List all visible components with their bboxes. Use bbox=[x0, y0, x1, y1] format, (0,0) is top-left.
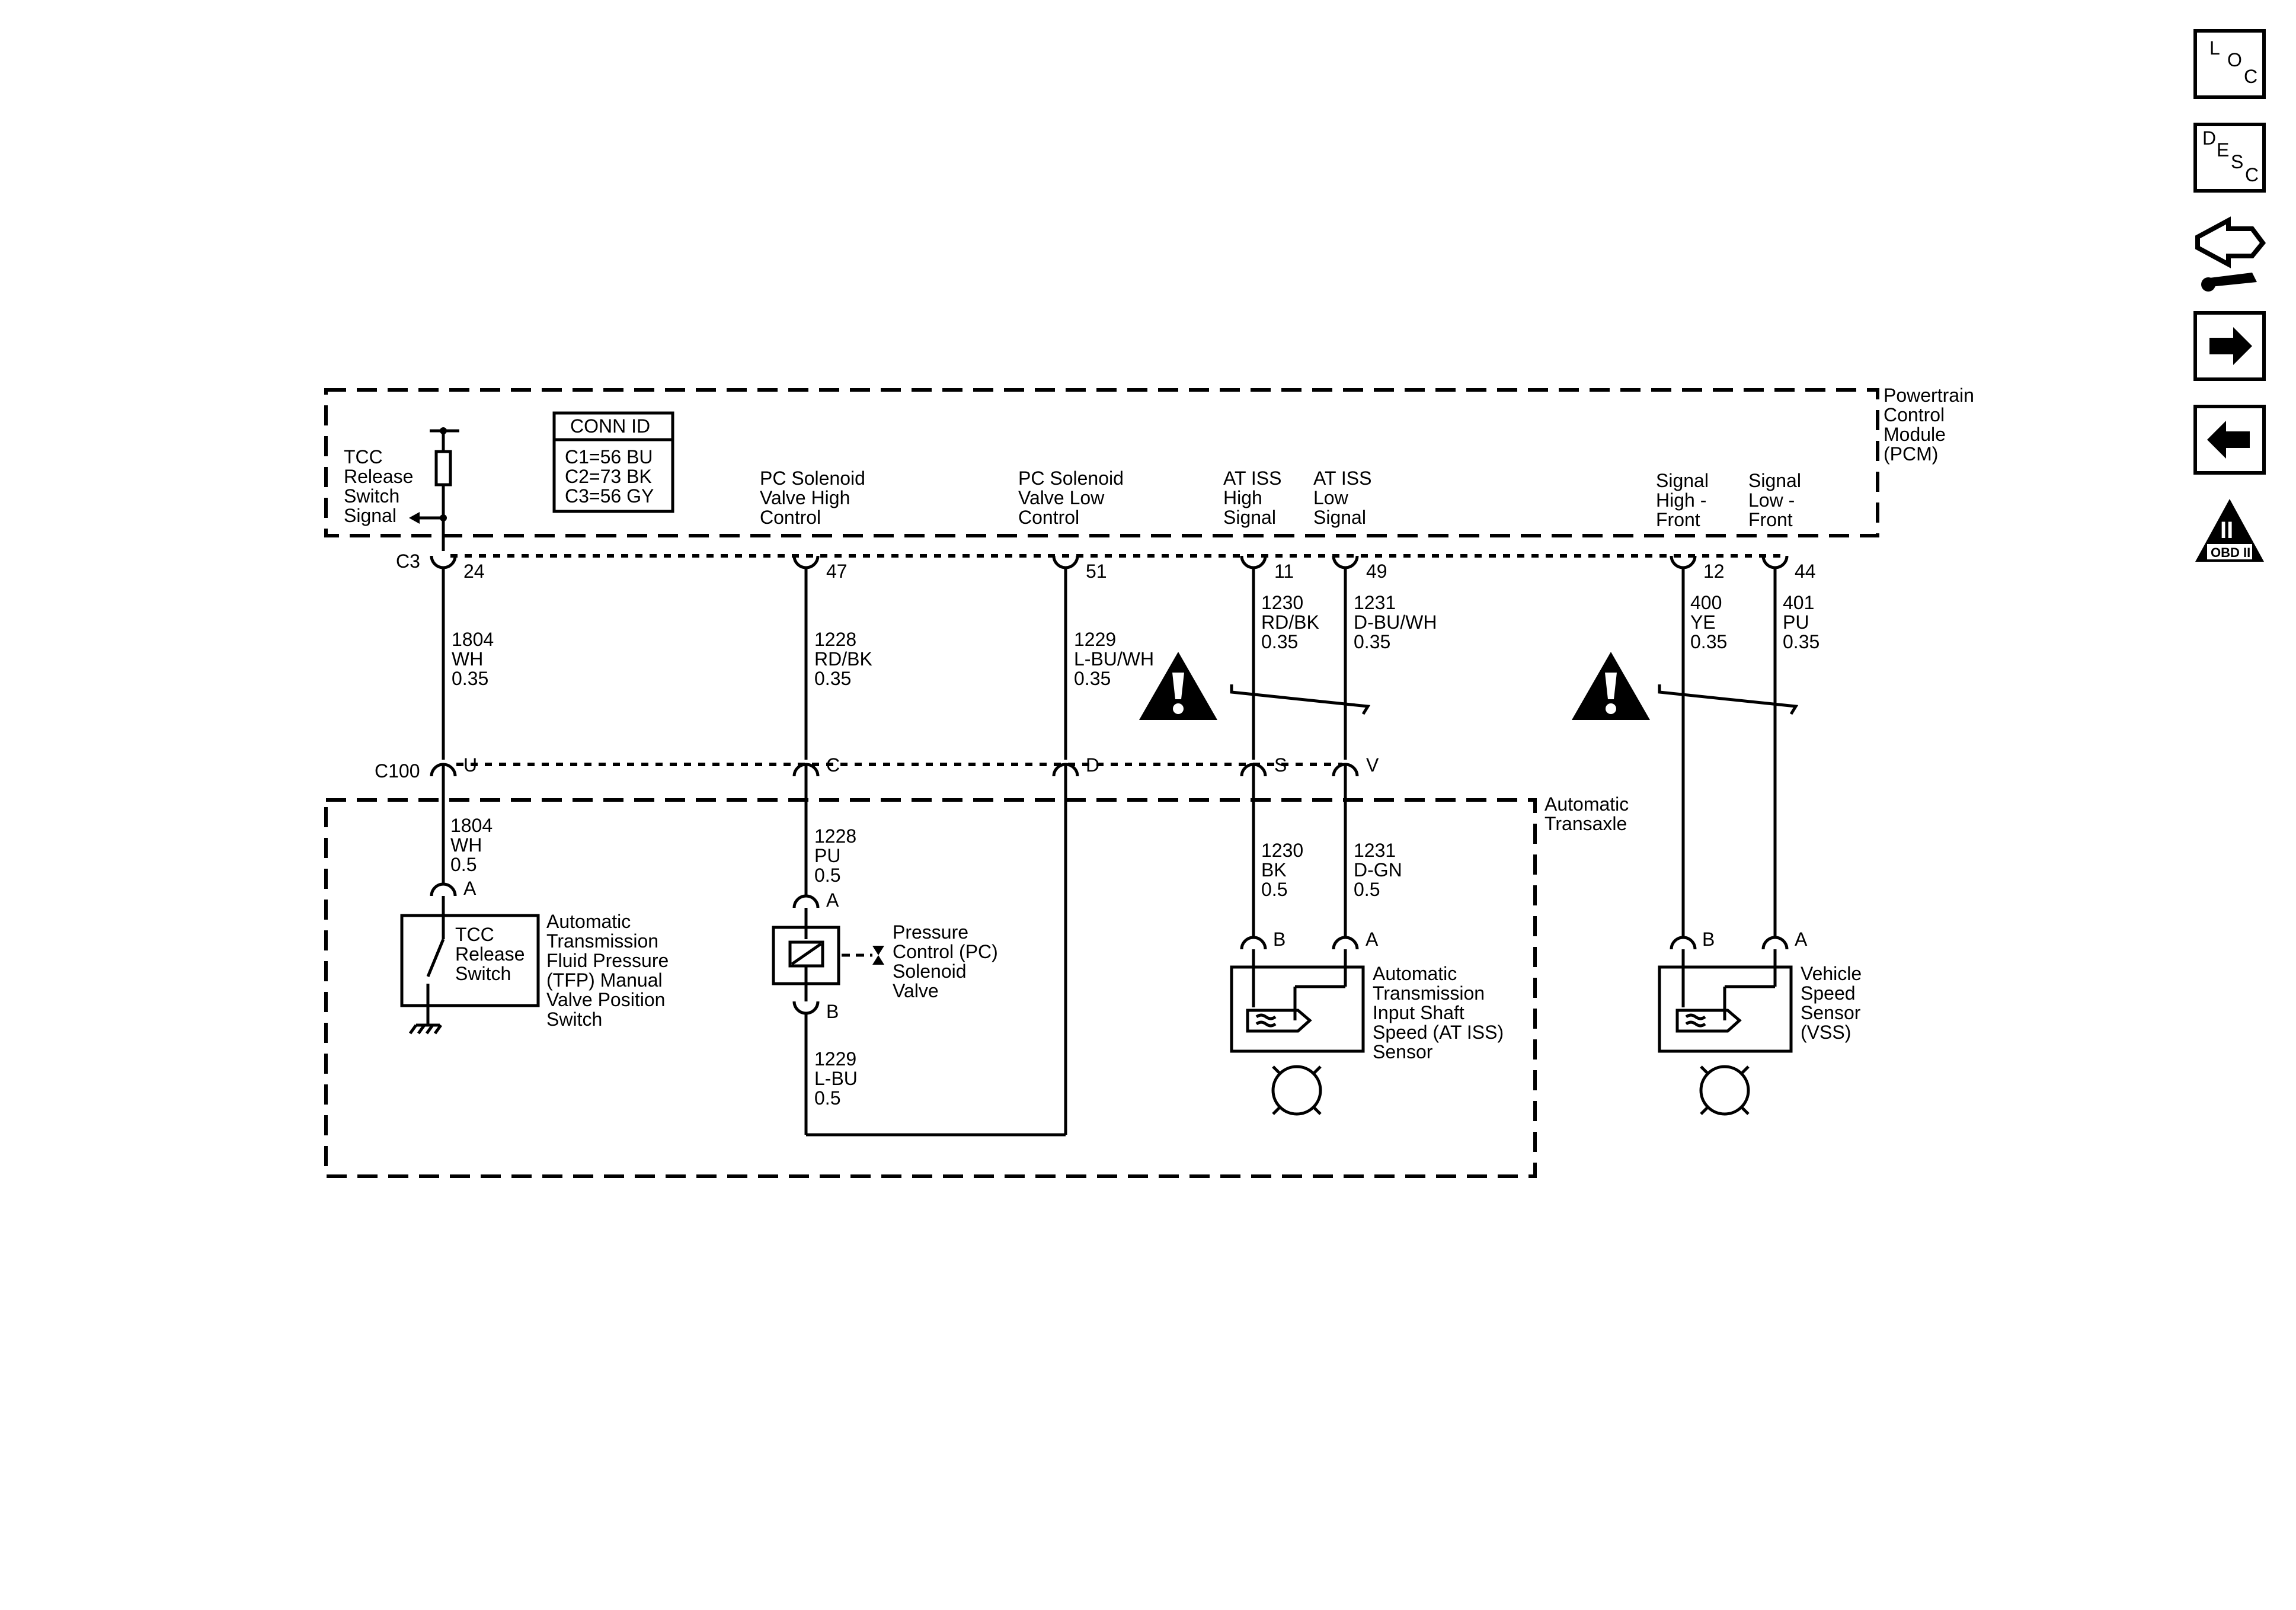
circuit-vss-low: Signal Low - Front 44 401 PU 0.35 bbox=[1748, 470, 1819, 937]
pcm-pin-label: PC Solenoid Valve High Control bbox=[760, 468, 871, 528]
vss-sensor: B A Vehicle Speed Sensor (VSS) bbox=[1658, 929, 1867, 1116]
conn-id-row: C3=56 GY bbox=[565, 485, 654, 507]
wire-label: 1230 RD/BK 0.35 bbox=[1261, 592, 1325, 652]
pin-letter: A bbox=[1795, 929, 1808, 950]
c100-pin-letter: S bbox=[1274, 754, 1287, 776]
switch-box-label: TCC Release Switch bbox=[455, 924, 530, 984]
at-iss-sensor: B A Automatic Transmission Input Shaft S… bbox=[1230, 929, 1509, 1116]
twisted-pair-mark bbox=[1230, 684, 1371, 715]
warning-icon[interactable] bbox=[1139, 652, 1217, 720]
next-page-button[interactable] bbox=[2193, 311, 2266, 381]
c100-connector-label: C100 bbox=[375, 760, 420, 782]
circuit-tcc: TCC Release Switch Signal 24 1804 WH 0.3… bbox=[344, 427, 499, 916]
wire-label: 401 PU 0.35 bbox=[1783, 592, 1819, 652]
svg-text:OBD II: OBD II bbox=[2211, 545, 2250, 560]
pin-letter: A bbox=[826, 889, 839, 911]
sensor-name: Automatic Transmission Input Shaft Speed… bbox=[1373, 963, 1509, 1062]
previous-page-button[interactable] bbox=[2193, 405, 2266, 475]
svg-text:C: C bbox=[2245, 164, 2259, 185]
pcm-pin-number: 12 bbox=[1703, 561, 1725, 582]
switch-name: Automatic Transmission Fluid Pressure (T… bbox=[546, 911, 674, 1030]
wire-label: 1229 L-BU/WH 0.35 bbox=[1074, 629, 1159, 689]
svg-text:II: II bbox=[2220, 517, 2233, 543]
svg-text:O: O bbox=[2227, 49, 2242, 71]
wire-label: 1804 WH 0.5 bbox=[450, 815, 498, 875]
svg-text:E: E bbox=[2217, 139, 2229, 161]
transaxle-enclosure bbox=[324, 798, 1537, 1178]
tcc-release-switch: TCC Release Switch Automatic Transmissio… bbox=[400, 911, 674, 1035]
c100-pin-letter: C bbox=[826, 754, 840, 776]
wire-label: 1228 PU 0.5 bbox=[814, 825, 862, 886]
pcm-name: Powertrain Control Module (PCM) bbox=[1884, 385, 1980, 465]
pcm-pin-number: 24 bbox=[463, 561, 485, 582]
pc-solenoid-valve: A B Pressure Control (PC) Solenoid Valve… bbox=[772, 889, 1066, 1137]
transaxle-name: Automatic Transaxle bbox=[1544, 793, 1634, 834]
conn-id-row: C1=56 BU bbox=[565, 446, 653, 468]
wire-label: 1229 L-BU 0.5 bbox=[814, 1048, 863, 1109]
obd-ii-button[interactable]: II OBD II bbox=[2195, 499, 2264, 562]
c3-connector-label: C3 bbox=[396, 550, 420, 572]
pcm-pin-label: PC Solenoid Valve Low Control bbox=[1018, 468, 1129, 528]
pcm-pin-number: 44 bbox=[1795, 561, 1816, 582]
pin-letter: B bbox=[1702, 929, 1715, 950]
pcm-pin-number: 47 bbox=[826, 561, 848, 582]
wire-label: 400 YE 0.35 bbox=[1690, 592, 1727, 652]
circuit-pc-high: PC Solenoid Valve High Control 47 1228 R… bbox=[760, 468, 878, 896]
wire-label: 1231 D-BU/WH 0.35 bbox=[1354, 592, 1442, 652]
wire-label: 1230 BK 0.5 bbox=[1261, 840, 1309, 900]
pcm-pin-label: Signal Low - Front bbox=[1748, 470, 1806, 530]
circuit-pc-low: PC Solenoid Valve Low Control 51 1229 L-… bbox=[1018, 468, 1159, 1135]
svg-text:C: C bbox=[2244, 66, 2257, 87]
conn-id-title: CONN ID bbox=[570, 415, 650, 437]
circuit-iss-high: AT ISS High Signal 11 1230 RD/BK 0.35 S … bbox=[1223, 468, 1325, 937]
circuit-vss-high: Signal High - Front 12 400 YE 0.35 bbox=[1656, 470, 1727, 937]
c100-pin-letter: V bbox=[1366, 754, 1379, 776]
wire-label: 1804 WH 0.35 bbox=[452, 629, 499, 689]
solenoid-name: Pressure Control (PC) Solenoid Valve bbox=[893, 921, 1003, 1001]
pcm-pin-label: AT ISS High Signal bbox=[1223, 468, 1287, 528]
c100-pin-letter: U bbox=[463, 754, 477, 776]
wire-label: 1228 RD/BK 0.35 bbox=[814, 629, 878, 689]
pcm-pin-number: 49 bbox=[1366, 561, 1387, 582]
desc-button[interactable]: D E S C bbox=[2193, 123, 2266, 193]
pin-letter: B bbox=[1273, 929, 1285, 950]
circuit-iss-low: AT ISS Low Signal 49 1231 D-BU/WH 0.35 V… bbox=[1313, 468, 1442, 937]
pcm-pin-number: 11 bbox=[1274, 561, 1294, 582]
svg-text:D: D bbox=[2202, 127, 2216, 149]
loc-button[interactable]: L O C bbox=[2193, 29, 2266, 99]
pin-letter: A bbox=[1366, 929, 1379, 950]
conn-id-row: C2=73 BK bbox=[565, 466, 652, 487]
pcm-enclosure bbox=[324, 388, 1879, 537]
pin-letter: A bbox=[463, 878, 477, 899]
svg-text:S: S bbox=[2231, 151, 2243, 172]
arrow-right-icon bbox=[2209, 327, 2252, 365]
pcm-pin-label: Signal High - Front bbox=[1656, 470, 1714, 530]
connector-end-view-icon[interactable] bbox=[2195, 216, 2266, 292]
pcm-pin-label: AT ISS Low Signal bbox=[1313, 468, 1377, 528]
warning-icon[interactable] bbox=[1572, 652, 1650, 720]
conn-id-table: CONN ID C1=56 BU C2=73 BK C3=56 GY bbox=[552, 411, 674, 513]
c100-pin-letter: D bbox=[1086, 754, 1099, 776]
sensor-name: Vehicle Speed Sensor (VSS) bbox=[1801, 963, 1867, 1043]
arrow-left-icon bbox=[2207, 421, 2250, 459]
pcm-pin-number: 51 bbox=[1086, 561, 1107, 582]
wire-label: 1231 D-GN 0.5 bbox=[1354, 840, 1408, 900]
twisted-pair-mark bbox=[1658, 684, 1799, 715]
pcm-pin-label: TCC Release Switch Signal bbox=[344, 446, 418, 526]
pin-letter: B bbox=[826, 1001, 839, 1022]
svg-text:L: L bbox=[2209, 37, 2220, 59]
